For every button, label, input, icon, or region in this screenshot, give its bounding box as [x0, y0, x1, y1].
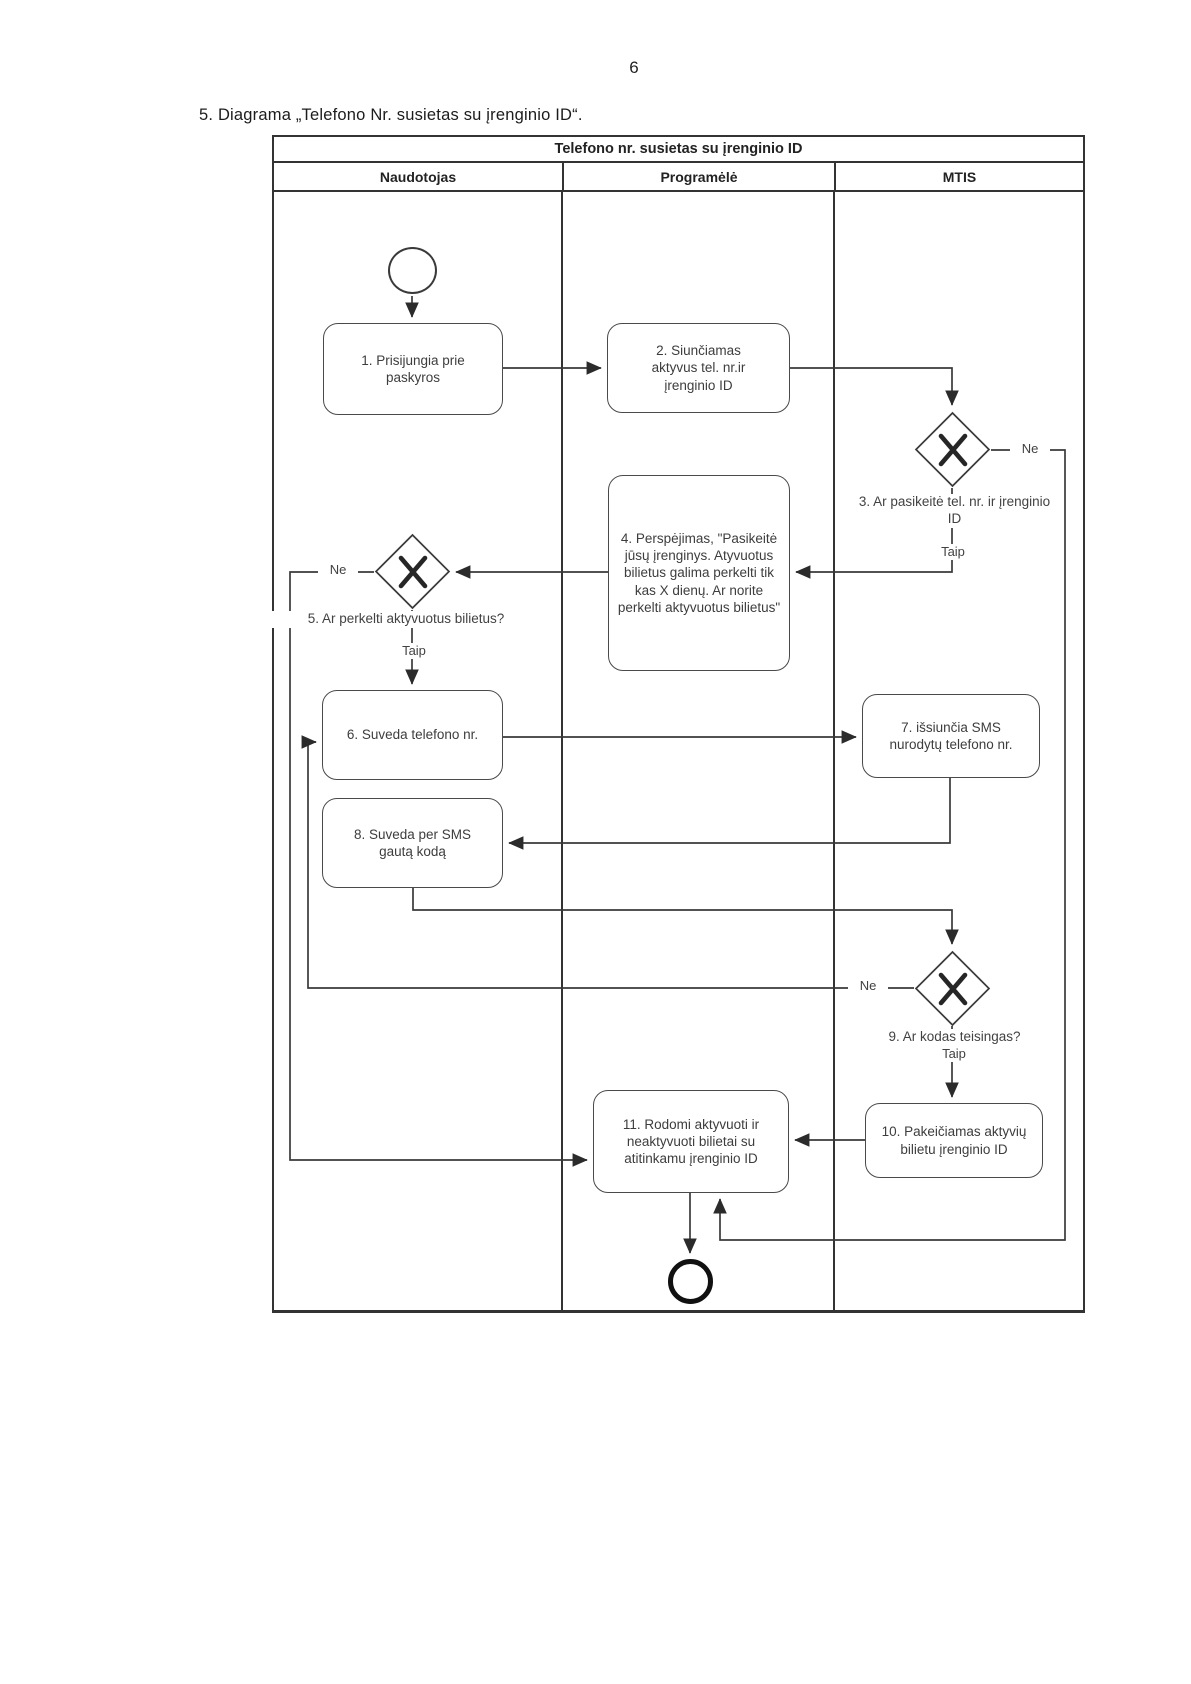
gateway-3-no-label: Ne	[1010, 441, 1050, 458]
task-11-show-tickets: 11. Rodomi aktyvuoti ir neaktyvuoti bili…	[593, 1090, 789, 1193]
task-7-send-sms: 7. išsiunčia SMS nurodytų telefono nr.	[862, 694, 1040, 778]
start-event	[388, 247, 437, 294]
gateway-9-yes-label: Taip	[931, 1046, 977, 1063]
lane-header-row: Naudotojas Programėlė MTIS	[274, 163, 1083, 192]
lane-header-user: Naudotojas	[379, 168, 457, 185]
lane-header-app: Programėlė	[562, 163, 834, 190]
lane-divider-2	[833, 192, 835, 1310]
figure-caption: 5. Diagrama „Telefono Nr. susietas su įr…	[199, 106, 583, 124]
exclusive-gateway-5	[374, 533, 451, 615]
flow-8-to-gw9	[412, 888, 959, 945]
gateway-3-question: 3. Ar pasikeitė tel. nr. ir įrenginio ID	[855, 494, 1054, 528]
gateway-3-yes-label: Taip	[930, 544, 976, 561]
task-2-send-number: 2. Siunčiamas aktyvus tel. nr.ir įrengin…	[607, 323, 790, 413]
task-8-enter-code: 8. Suveda per SMS gautą kodą	[322, 798, 503, 888]
x-gateway-icon	[914, 411, 991, 488]
x-gateway-icon	[914, 950, 991, 1027]
gateway-9-question: 9. Ar kodas teisingas?	[860, 1029, 1049, 1046]
task-4-warning: 4. Perspėjimas, "Pasikeitė jūsų įrenginy…	[608, 475, 790, 671]
end-event	[668, 1259, 713, 1304]
task-6-enter-phone: 6. Suveda telefono nr.	[322, 690, 503, 780]
task-10-change-id: 10. Pakeičiamas aktyvių bilietu įrengini…	[865, 1103, 1043, 1178]
task-1-login: 1. Prisijungia prie paskyros	[323, 323, 503, 415]
lane-divider-1	[561, 192, 563, 1310]
flow-2-to-gw3	[790, 367, 959, 406]
gateway-5-question: 5. Ar perkelti aktyvuotus bilietus?	[258, 611, 554, 628]
gateway-5-yes-label: Taip	[391, 643, 437, 660]
flow-gw9-no-to-6	[301, 735, 914, 989]
pool-title: Telefono nr. susietas su įrenginio ID	[274, 137, 1083, 163]
gateway-9-no-label: Ne	[848, 978, 888, 995]
gateway-5-no-label: Ne	[318, 562, 358, 579]
flow-7-to-8	[508, 778, 951, 850]
exclusive-gateway-9	[914, 950, 991, 1032]
page-number: 6	[629, 58, 639, 77]
lane-header-mtis: MTIS	[834, 163, 1083, 190]
x-gateway-icon	[374, 533, 451, 610]
exclusive-gateway-3	[914, 411, 991, 493]
